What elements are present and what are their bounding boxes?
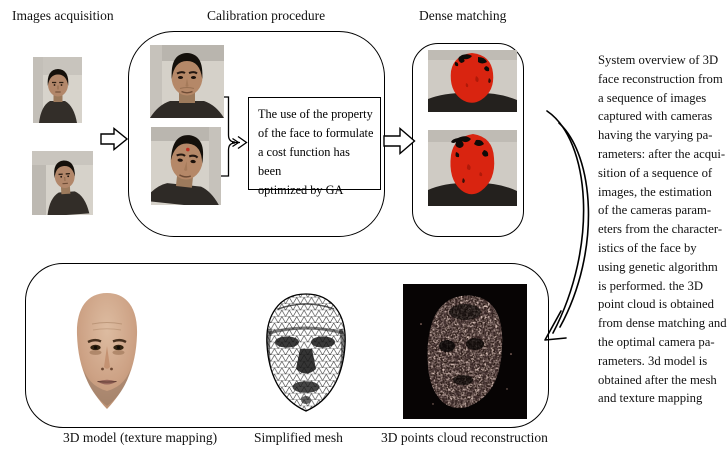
label-simplified-mesh: Simplified mesh bbox=[254, 430, 343, 445]
flow-arrow-right-icon bbox=[100, 127, 129, 151]
acquired-face-photo-1 bbox=[33, 57, 82, 123]
cost-function-note: The use of the property of the face to f… bbox=[248, 97, 381, 197]
label-textured-model: 3D model (texture mapping) bbox=[63, 430, 218, 445]
dense-matched-photo-1 bbox=[428, 50, 517, 112]
flow-arrow-right-icon-2 bbox=[383, 126, 416, 156]
figure-caption: System overview of 3D face reconstructio… bbox=[598, 53, 727, 406]
textured-model-image bbox=[68, 290, 146, 412]
calibration-photo-1 bbox=[150, 45, 224, 118]
label-images-acquisition: Images acquisition bbox=[12, 8, 114, 23]
acquired-face-photo-2 bbox=[32, 151, 93, 217]
calibration-photo-2 bbox=[143, 127, 221, 209]
label-point-cloud: 3D points cloud reconstruction bbox=[381, 430, 548, 445]
label-calibration-procedure: Calibration procedure bbox=[207, 8, 326, 23]
label-dense-matching: Dense matching bbox=[419, 8, 507, 23]
point-cloud-image bbox=[403, 284, 527, 419]
simplified-mesh-image bbox=[256, 291, 355, 414]
curved-feedback-arrow-icon bbox=[544, 110, 590, 341]
dense-matched-photo-2 bbox=[428, 130, 517, 206]
